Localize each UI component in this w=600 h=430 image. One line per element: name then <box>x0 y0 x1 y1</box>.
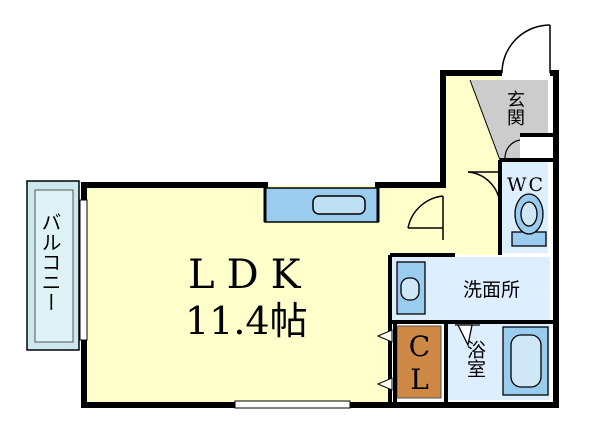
kitchen-sink <box>312 195 366 215</box>
toilet-icon <box>511 193 547 247</box>
entrance-floor <box>470 80 548 160</box>
wc-door <box>467 171 501 206</box>
bath-label: 浴室 <box>464 340 486 378</box>
closet-label: CL <box>403 330 436 396</box>
interior-walls <box>388 133 556 405</box>
balcony-window <box>79 199 88 341</box>
bath-door <box>455 324 480 347</box>
ldk-name: LDK <box>188 252 313 298</box>
ldk-door <box>407 195 444 240</box>
washbasin-icon <box>396 261 426 315</box>
entrance-label: 玄関 <box>504 90 525 126</box>
closet-floor <box>396 325 442 399</box>
closet-doors <box>376 329 393 391</box>
ldk-size: 11.4帖 <box>185 299 308 343</box>
entrance-step <box>469 79 501 161</box>
bathtub-icon <box>502 326 549 396</box>
entrance-door <box>501 24 551 76</box>
wc-label: WC <box>507 174 546 196</box>
balcony-inner <box>34 189 74 343</box>
balcony-label: バルコニー <box>38 212 62 312</box>
ldk-floor <box>84 73 500 402</box>
washroom-label: 洗面所 <box>463 279 521 301</box>
bottom-window <box>234 400 351 409</box>
shoe-cabinet-door <box>504 139 521 159</box>
